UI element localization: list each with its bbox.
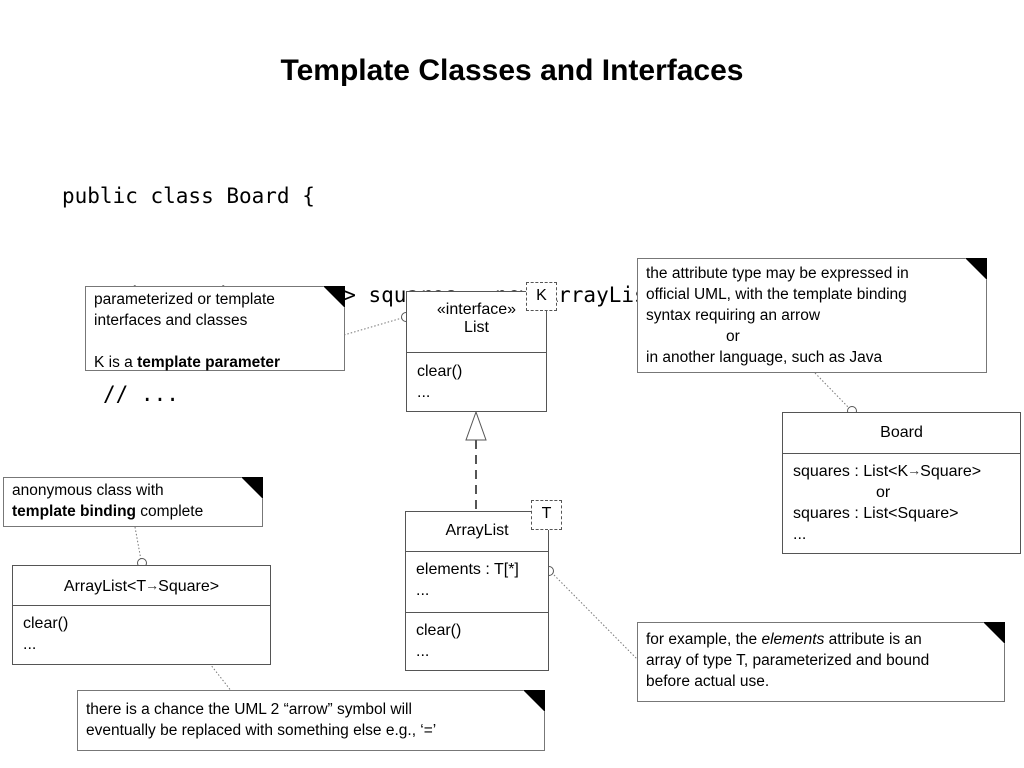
note-text: for example, the elements attribute is a…	[646, 631, 922, 648]
note-connector	[343, 317, 403, 336]
realization-arrowhead	[465, 410, 487, 441]
page-title: Template Classes and Interfaces	[280, 54, 744, 87]
class-name: Board	[783, 413, 1020, 454]
note-text: template binding complete	[12, 503, 204, 520]
operations-compartment: clear() ...	[406, 612, 548, 666]
note-text: in another language, such as Java	[646, 349, 883, 366]
note-attribute-type: the attribute type may be expressed in o…	[637, 258, 987, 373]
operation: ...	[23, 636, 37, 653]
template-parameter-t: T	[531, 500, 562, 530]
attributes-compartment: squares : List<K→Square> or squares : Li…	[783, 454, 1020, 549]
list-interface-class: «interface» List clear() ...	[406, 291, 547, 412]
code-line: // ...	[103, 382, 179, 406]
note-text: official UML, with the template binding	[646, 286, 907, 303]
class-header: «interface» List	[407, 292, 546, 353]
arraylist-class: ArrayList elements : T[*] ... clear() ..…	[405, 511, 549, 671]
operations-compartment: clear() ...	[13, 606, 270, 659]
note-text: syntax requiring an arrow	[646, 307, 821, 324]
attribute: elements : T[*]	[416, 561, 519, 578]
attribute: squares : List<K→Square>	[793, 462, 982, 480]
note-anonymous-class: anonymous class with template binding co…	[3, 477, 263, 527]
note-arrow-symbol: there is a chance the UML 2 “arrow” symb…	[77, 690, 545, 751]
operation: clear()	[417, 363, 463, 380]
note-template-parameters: parameterized or template interfaces and…	[85, 286, 345, 371]
note-fold-corner	[523, 690, 545, 712]
class-name: ArrayList<T→Square>	[13, 566, 270, 606]
note-fold-corner	[965, 258, 987, 280]
note-text: or	[726, 328, 740, 345]
operation: ...	[417, 384, 431, 401]
attribute: ...	[793, 526, 807, 543]
note-text: there is a chance the UML 2 “arrow” symb…	[86, 701, 412, 718]
class-name: ArrayList	[406, 512, 548, 552]
note-fold-corner	[323, 286, 345, 308]
note-text: the attribute type may be expressed in	[646, 265, 909, 282]
note-text: before actual use.	[646, 673, 770, 690]
note-text: eventually be replaced with something el…	[86, 722, 437, 739]
attribute-or: or	[876, 484, 891, 501]
binding-arrow-icon: →	[907, 462, 922, 478]
note-elements-example: for example, the elements attribute is a…	[637, 622, 1005, 702]
note-text: array of type T, parameterized and bound	[646, 652, 930, 669]
template-parameter-k: K	[526, 282, 557, 311]
note-fold-corner	[241, 477, 263, 499]
operation: clear()	[416, 622, 462, 639]
attribute: squares : List<Square>	[793, 505, 959, 522]
note-connector	[814, 372, 850, 409]
note-fold-corner	[983, 622, 1005, 644]
stereotype-label: «interface»	[436, 301, 517, 318]
attributes-compartment: elements : T[*] ...	[406, 552, 548, 612]
operation: ...	[416, 643, 430, 660]
note-text: interfaces and classes	[94, 312, 248, 329]
operation: clear()	[23, 615, 69, 632]
attribute: ...	[416, 582, 430, 599]
binding-arrow-icon: →	[145, 577, 160, 593]
note-text: parameterized or template	[94, 291, 275, 308]
note-connector	[134, 526, 142, 561]
code-line: public class Board {	[62, 184, 315, 208]
operations-compartment: clear() ...	[407, 353, 546, 407]
class-name: List	[464, 319, 489, 336]
note-connector	[553, 574, 641, 663]
board-class: Board squares : List<K→Square> or square…	[782, 412, 1021, 554]
note-text: anonymous class with	[12, 482, 164, 499]
bound-arraylist-class: ArrayList<T→Square> clear() ...	[12, 565, 271, 665]
note-text: K is a template parameter	[94, 354, 281, 371]
